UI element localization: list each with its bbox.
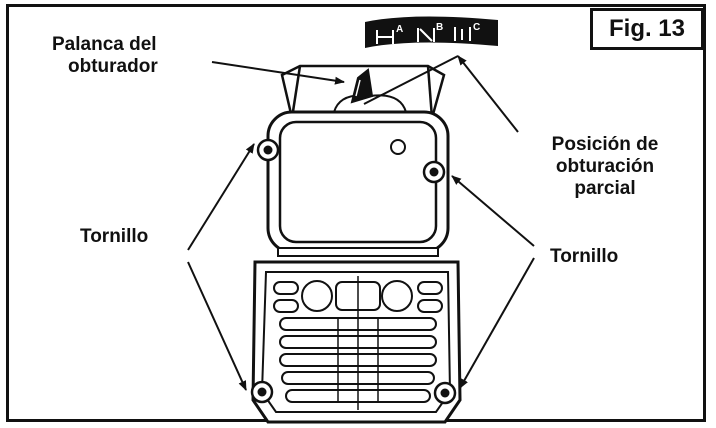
choke-pos-c: C xyxy=(473,22,480,33)
upper-cover xyxy=(266,110,450,254)
partial-choke-pointer xyxy=(363,55,459,105)
screw-left-arrow-up xyxy=(187,143,255,251)
screw-left-label: Tornillo xyxy=(80,226,149,247)
choke-lever-arrow xyxy=(211,61,345,85)
screw-right-label: Tornillo xyxy=(550,246,619,267)
lower-grille-cover xyxy=(251,260,462,424)
figure-title: Fig. 13 xyxy=(590,8,704,50)
choke-lever-label-line1: Palanca del xyxy=(52,34,157,55)
choke-lever-label: Palanca del obturador xyxy=(52,34,158,78)
partial-choke-label-line1: Posición de xyxy=(551,134,659,155)
partial-choke-arrow-a xyxy=(457,55,519,133)
screw-left-arrow-down xyxy=(187,261,247,391)
screw-lower-left xyxy=(250,380,274,404)
choke-pos-a: A xyxy=(396,24,403,35)
partial-choke-label-line2: obturación xyxy=(555,156,655,177)
choke-lever-label-line2: obturador xyxy=(68,56,158,77)
screw-right-arrow-down xyxy=(459,257,535,389)
choke-lever xyxy=(332,68,408,113)
screw-upper-left xyxy=(256,138,280,162)
screw-lower-right xyxy=(433,381,457,405)
partial-choke-label-line3: parcial xyxy=(574,178,636,199)
hinge-strip xyxy=(277,247,439,257)
choke-scale-plate: A B C xyxy=(365,16,498,48)
choke-pos-b: B xyxy=(436,22,443,33)
screw-upper-right xyxy=(422,160,446,184)
screw-right-arrow-up xyxy=(451,175,535,247)
partial-choke-label: Posición de obturación parcial xyxy=(538,134,672,200)
